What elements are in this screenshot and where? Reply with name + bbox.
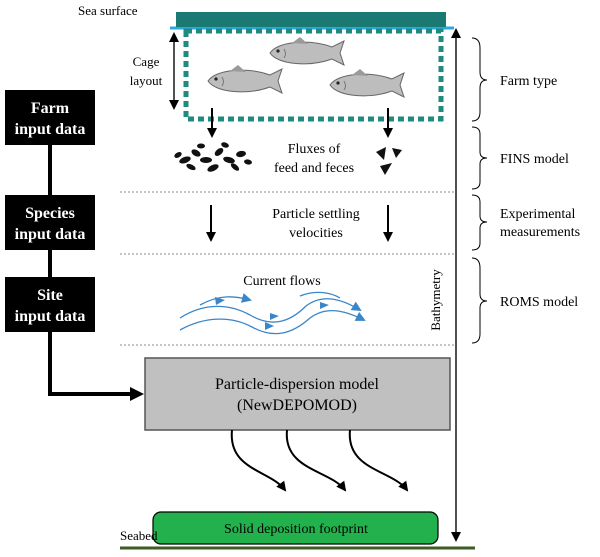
cage-layout-label-2: layout [130, 73, 163, 88]
farm-type-label: Farm type [500, 74, 557, 89]
solid-deposition-footprint-box [152, 511, 439, 545]
species-input-label-2: input data [15, 226, 86, 243]
model-label-1: Particle-dispersion model [215, 376, 380, 393]
right-brackets [471, 37, 488, 344]
current-flow-arrows [179, 291, 366, 335]
input-to-model-connector [48, 332, 134, 396]
feces-particles-icon [376, 147, 402, 175]
fish-icon [329, 68, 405, 98]
farm-input-label-1: Farm [31, 100, 70, 117]
fish-icon [269, 36, 345, 66]
species-input-label-1: Species [25, 205, 75, 222]
site-input-box [5, 277, 95, 332]
current-flow-arrowheads [215, 297, 329, 330]
particle-dispersion-model-box [144, 357, 451, 431]
current-flows-label: Current flows [243, 274, 320, 289]
farm-input-box [5, 90, 95, 145]
footprint-label: Solid deposition footprint [224, 522, 368, 537]
site-input-label-1: Site [37, 287, 63, 304]
fins-model-label: FINS model [500, 152, 569, 167]
species-input-box [5, 195, 95, 250]
cage-top-bar [176, 12, 446, 27]
deposition-arrows [230, 429, 409, 492]
input-to-model-arrowhead [130, 387, 144, 401]
settling-label-1: Particle settling [272, 207, 359, 222]
sea-surface-label: Sea surface [78, 3, 138, 18]
cage-layout-label-1: Cage [133, 54, 160, 69]
cage-outline [183, 28, 444, 122]
site-input-label-2: input data [15, 308, 86, 325]
feed-particles-icon [174, 142, 252, 172]
experimental-label-2: measurements [500, 225, 580, 240]
experimental-label-1: Experimental [500, 207, 576, 222]
fluxes-label-1: Fluxes of [288, 142, 341, 157]
fluxes-label-2: feed and feces [274, 161, 354, 176]
model-label-2: (NewDEPOMOD) [237, 397, 357, 414]
settling-label-2: velocities [289, 226, 343, 241]
seabed-label: Seabed [120, 528, 158, 543]
bathymetry-label: Bathymetry [428, 269, 443, 331]
farm-input-label-2: input data [15, 121, 86, 138]
fish-icon [207, 64, 283, 94]
roms-model-label: ROMS model [500, 295, 578, 310]
